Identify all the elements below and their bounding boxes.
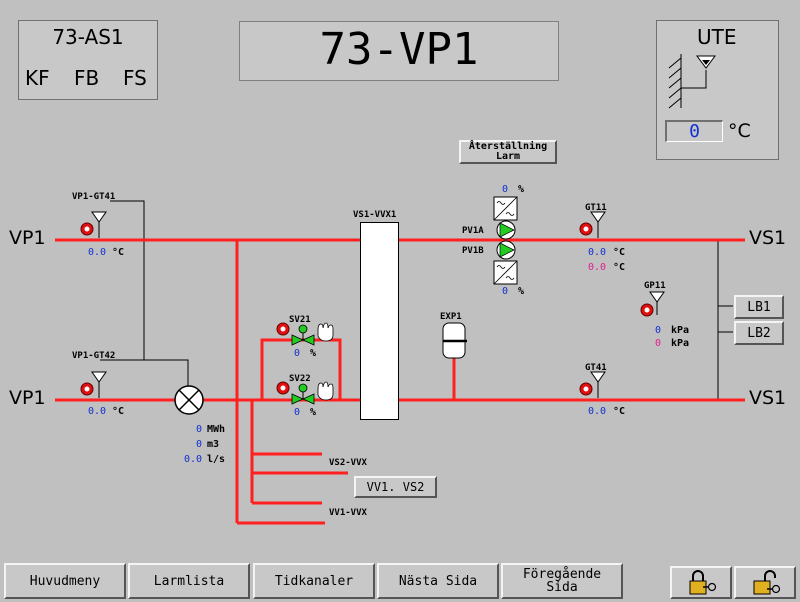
reset-alarm-label: Återställning Larm bbox=[468, 141, 548, 162]
gt41-unit: °C bbox=[613, 406, 626, 417]
nav-alarm-list-label: Larmlista bbox=[153, 573, 225, 589]
gp11-unit: kPa bbox=[671, 325, 690, 336]
sv22-value: 0 bbox=[294, 407, 301, 418]
sensor-label-vp1-gt42: VP1-GT42 bbox=[72, 351, 116, 361]
valve-sv21-icon[interactable] bbox=[272, 320, 342, 350]
nav-next-page-button[interactable]: Nästa Sida bbox=[377, 563, 499, 599]
nav-previous-page-button[interactable]: Föregående Sida bbox=[501, 563, 623, 599]
pipe-label-vs1-top: VS1 bbox=[749, 227, 787, 249]
vp1-gt42-unit: °C bbox=[112, 406, 125, 417]
temp-sensor-icon[interactable] bbox=[577, 210, 609, 240]
branch-label-vv1-vvx: VV1-VVX bbox=[329, 508, 367, 518]
login-button[interactable] bbox=[670, 566, 732, 599]
temp-sensor-icon[interactable] bbox=[577, 370, 609, 400]
meter-flow-unit: l/s bbox=[207, 454, 226, 465]
outdoor-label: UTE bbox=[697, 25, 737, 49]
station-flag-fb: FB bbox=[74, 66, 100, 90]
sensor-label-gp11: GP11 bbox=[644, 281, 666, 291]
logout-button[interactable] bbox=[734, 566, 796, 599]
valve-label-sv22: SV22 bbox=[289, 374, 311, 384]
exchanger-label: VS1-VVX1 bbox=[353, 210, 397, 220]
vp1-gt41-value: 0.0 bbox=[88, 247, 107, 258]
sensor-label-gt11: GT11 bbox=[585, 203, 607, 213]
lb2-button[interactable]: LB2 bbox=[734, 321, 784, 345]
sv21-value: 0 bbox=[294, 348, 301, 359]
valve-sv22-icon[interactable] bbox=[272, 379, 342, 409]
valve-label-sv21: SV21 bbox=[289, 315, 311, 325]
temp-sensor-icon[interactable] bbox=[78, 210, 110, 240]
outdoor-sensor-icon bbox=[668, 54, 716, 109]
energy-meter-icon[interactable] bbox=[173, 384, 205, 416]
expansion-label: EXP1 bbox=[440, 312, 462, 322]
pv1b-value: 0 bbox=[502, 286, 509, 297]
nav-main-menu-label: Huvudmeny bbox=[29, 573, 101, 589]
meter-energy-unit: MWh bbox=[207, 424, 226, 435]
vv1-vs2-button-label: VV1. VS2 bbox=[366, 480, 425, 494]
outdoor-temp-unit: °C bbox=[728, 120, 751, 142]
gt11-value2: 0.0 bbox=[588, 262, 607, 273]
gt11-value: 0.0 bbox=[588, 247, 607, 258]
pump-label-pv1a: PV1A bbox=[462, 226, 484, 236]
meter-energy-value: 0 bbox=[196, 424, 203, 435]
sensor-label-vp1-gt41: VP1-GT41 bbox=[72, 192, 116, 202]
nav-time-channels-label: Tidkanaler bbox=[274, 573, 354, 589]
meter-flow-value: 0.0 bbox=[184, 454, 203, 465]
page-title: 73-VP1 bbox=[319, 24, 479, 75]
gt41-value: 0.0 bbox=[588, 406, 607, 417]
pump-icon[interactable] bbox=[493, 220, 521, 262]
title-panel: 73-VP1 bbox=[239, 21, 559, 81]
pv1b-frequency-converter-icon bbox=[493, 260, 518, 285]
gp11-unit2: kPa bbox=[671, 338, 690, 349]
expansion-vessel-icon[interactable] bbox=[441, 321, 469, 361]
lb1-button-label: LB1 bbox=[747, 299, 771, 315]
meter-volume-value: 0 bbox=[196, 439, 203, 450]
station-panel: 73-AS1 KF FB FS bbox=[18, 20, 158, 100]
pipe-label-vp1-top: VP1 bbox=[9, 227, 46, 249]
pump-label-pv1b: PV1B bbox=[462, 246, 484, 256]
outdoor-temp-value[interactable]: 0 bbox=[665, 120, 723, 142]
meter-volume-unit: m3 bbox=[207, 439, 220, 450]
pv1b-unit: % bbox=[518, 286, 525, 297]
gt11-unit2: °C bbox=[613, 262, 626, 273]
padlock-key-icon bbox=[689, 569, 717, 594]
gt11-unit: °C bbox=[613, 247, 626, 258]
sv21-unit: % bbox=[310, 348, 317, 359]
gp11-value2: 0 bbox=[655, 338, 662, 349]
nav-time-channels-button[interactable]: Tidkanaler bbox=[253, 563, 375, 599]
pipe-label-vp1-bottom: VP1 bbox=[9, 387, 46, 409]
pv1a-frequency-converter-icon bbox=[493, 196, 518, 221]
pressure-sensor-icon[interactable] bbox=[637, 290, 669, 320]
nav-alarm-list-button[interactable]: Larmlista bbox=[128, 563, 250, 599]
station-flag-kf: KF bbox=[25, 66, 50, 90]
station-flag-fs: FS bbox=[123, 66, 147, 90]
pv1a-value: 0 bbox=[502, 184, 509, 195]
sensor-label-gt41: GT41 bbox=[585, 363, 607, 373]
vv1-vs2-button[interactable]: VV1. VS2 bbox=[354, 476, 437, 498]
vp1-gt42-value: 0.0 bbox=[88, 406, 107, 417]
temp-sensor-icon[interactable] bbox=[78, 370, 110, 400]
lb2-button-label: LB2 bbox=[747, 325, 771, 341]
padlock-open-key-icon bbox=[753, 569, 781, 594]
branch-label-vs2-vvx: VS2-VVX bbox=[329, 458, 367, 468]
pipe-label-vs1-bottom: VS1 bbox=[749, 387, 787, 409]
vp1-gt41-unit: °C bbox=[112, 247, 125, 258]
station-name: 73-AS1 bbox=[52, 25, 124, 49]
nav-previous-page-label: Föregående Sida bbox=[522, 567, 602, 595]
nav-next-page-label: Nästa Sida bbox=[398, 573, 478, 589]
gp11-value: 0 bbox=[655, 325, 662, 336]
heat-exchanger[interactable] bbox=[360, 222, 399, 420]
pv1a-unit: % bbox=[518, 184, 525, 195]
reset-alarm-button[interactable]: Återställning Larm bbox=[459, 140, 557, 164]
nav-main-menu-button[interactable]: Huvudmeny bbox=[4, 563, 126, 599]
lb1-button[interactable]: LB1 bbox=[734, 295, 784, 319]
sv22-unit: % bbox=[310, 407, 317, 418]
